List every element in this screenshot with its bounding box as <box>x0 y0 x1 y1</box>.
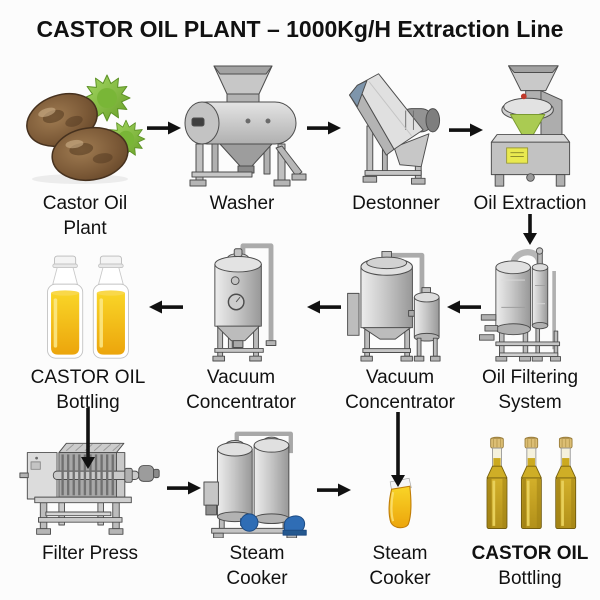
step-label: Oil Extraction <box>473 193 587 214</box>
filter-columns-illustration <box>464 240 596 362</box>
two-oil-bottles-illustration <box>12 240 164 362</box>
flow-arrow-down-icon <box>81 408 95 469</box>
oil-jar-illustration <box>348 428 452 538</box>
flow-arrow-down-icon <box>391 412 405 487</box>
flow-arrow-right-icon <box>317 483 351 497</box>
three-oil-bottles-illustration <box>462 428 598 538</box>
oil-press-machine-illustration <box>462 62 598 188</box>
destonner-machine-illustration <box>332 62 460 188</box>
twin-steam-tanks-illustration <box>194 428 320 538</box>
washer-machine-illustration <box>168 62 316 188</box>
flow-arrow-right-icon <box>147 121 181 135</box>
step-washer: Washer <box>168 62 316 216</box>
step-label: Washer <box>209 193 275 214</box>
step-oil-extraction: Oil Extraction <box>462 62 598 216</box>
castor-seeds-illustration <box>8 62 162 188</box>
flow-arrow-right-icon <box>449 123 483 137</box>
step-label: Destonner <box>352 193 440 214</box>
step-filter-press: Filter Press <box>10 428 170 566</box>
flow-arrow-left-icon <box>447 300 481 314</box>
flow-arrow-right-icon <box>167 481 201 495</box>
flow-arrow-down-icon <box>523 214 537 245</box>
flow-arrow-right-icon <box>307 121 341 135</box>
vacuum-tank-illustration <box>166 240 316 362</box>
flow-arrow-left-icon <box>149 300 183 314</box>
vacuum-tank-with-condenser-illustration <box>334 240 466 362</box>
diagram-title: CASTOR OIL PLANT – 1000Kg/H Extraction L… <box>36 16 564 42</box>
flow-arrow-left-icon <box>307 300 341 314</box>
step-label: Filter Press <box>41 543 139 564</box>
step-destonner: Destonner <box>332 62 460 216</box>
